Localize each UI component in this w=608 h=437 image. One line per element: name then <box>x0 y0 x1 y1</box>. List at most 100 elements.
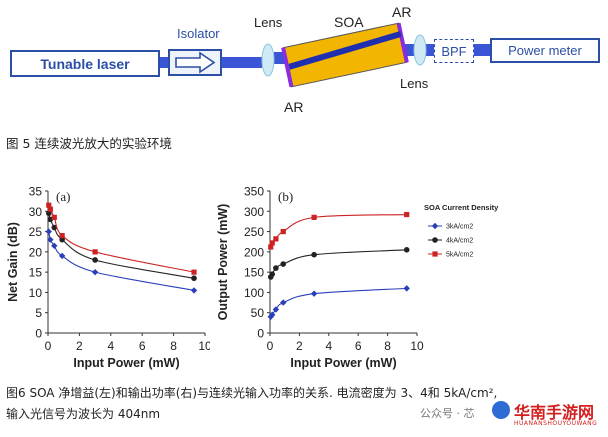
brand-subtitle: HUANANSHOUYOUWANG <box>514 420 598 427</box>
y-tick-label: 0 <box>35 327 42 341</box>
x-tick-label: 4 <box>107 339 114 353</box>
figure6-caption-line2: 输入光信号为波长为 404nm <box>6 407 161 421</box>
x-axis-label: Input Power (mW) <box>290 356 396 370</box>
data-point <box>51 224 58 231</box>
panel-label: (b) <box>278 189 293 204</box>
legend-label: 5kA/cm2 <box>446 252 473 259</box>
soa-waveguide <box>288 30 402 70</box>
data-point <box>310 290 318 297</box>
figure6-caption-line1: 图6 SOA 净增益(左)和输出功率(右)与连续光输入功率的关系. 电流密度为 … <box>6 386 498 400</box>
y-tick-label: 20 <box>29 245 43 259</box>
y-tick-label: 0 <box>257 327 264 341</box>
figure5-caption: 图 5 连续波光放大的实验环境 <box>6 136 172 151</box>
y-tick-label: 100 <box>244 286 264 300</box>
data-point <box>92 257 98 263</box>
data-point <box>403 247 410 253</box>
legend-marker <box>432 251 438 257</box>
setup-diagram <box>160 22 490 88</box>
y-tick-label: 150 <box>244 266 264 280</box>
beam-segment-5 <box>426 44 434 56</box>
data-point <box>47 236 54 243</box>
x-tick-label: 6 <box>355 339 362 353</box>
legend-title: SOA Current Density <box>424 203 499 212</box>
y-tick-label: 30 <box>29 205 43 219</box>
bpf-box: BPF <box>434 39 474 63</box>
x-tick-label: 0 <box>45 339 52 353</box>
beam-segment-2 <box>222 57 262 68</box>
x-tick-label: 8 <box>170 339 177 353</box>
tunable-laser-label: Tunable laser <box>40 55 130 72</box>
legend-marker <box>431 222 439 230</box>
x-axis-label: Input Power (mW) <box>73 356 179 370</box>
data-point <box>58 252 66 260</box>
power-meter-box: Power meter <box>490 38 600 63</box>
data-point <box>59 233 65 239</box>
y-tick-label: 5 <box>35 306 42 320</box>
tunable-laser-box: Tunable laser <box>10 50 160 77</box>
x-tick-label: 2 <box>296 339 303 353</box>
watermark-text: 公众号 · 芯 <box>420 407 475 420</box>
data-point <box>45 210 52 217</box>
y-tick-label: 10 <box>29 286 43 300</box>
data-point <box>280 299 287 306</box>
data-point <box>47 206 53 212</box>
lens-left-icon <box>261 43 275 77</box>
x-tick-label: 2 <box>76 339 83 353</box>
lens-left-label: Lens <box>254 15 283 30</box>
legend-label: 4kA/cm2 <box>446 238 473 245</box>
beam-segment-4 <box>405 44 415 56</box>
y-tick-label: 50 <box>251 306 265 320</box>
y-tick-label: 35 <box>29 185 43 199</box>
y-tick-label: 200 <box>244 245 264 259</box>
data-point <box>51 242 58 249</box>
legend-marker <box>432 237 438 243</box>
data-point <box>51 214 57 220</box>
soa-label: SOA <box>334 14 364 30</box>
data-point <box>268 244 274 250</box>
bpf-label: BPF <box>441 43 467 59</box>
data-point <box>45 228 52 235</box>
data-point <box>403 285 410 292</box>
data-point <box>280 261 287 267</box>
data-point <box>190 287 198 294</box>
lens-right-icon <box>413 34 427 66</box>
data-point <box>269 271 276 277</box>
data-point <box>267 313 274 320</box>
data-point <box>272 306 280 313</box>
data-point <box>191 275 197 282</box>
panel-label: (a) <box>56 189 70 204</box>
data-point <box>59 236 65 243</box>
y-axis-label: Net Gain (dB) <box>6 222 20 302</box>
isolator-arrow <box>175 51 216 74</box>
series-line <box>270 287 407 318</box>
x-tick-label: 10 <box>198 339 210 353</box>
ar-facet-left <box>281 47 294 88</box>
data-point <box>311 251 317 258</box>
legend-label: 3kA/cm2 <box>446 224 473 231</box>
soa-chip <box>282 22 408 88</box>
ar-top-label: AR <box>392 4 412 20</box>
data-point <box>280 228 286 235</box>
data-point <box>191 269 197 275</box>
ar-bottom-label: AR <box>284 99 304 115</box>
brand-name: 华南手游网 <box>514 403 595 422</box>
y-tick-label: 25 <box>29 225 43 239</box>
data-point <box>269 240 275 246</box>
series-line <box>270 249 407 278</box>
y-tick-label: 15 <box>29 266 43 280</box>
x-tick-label: 10 <box>410 339 424 353</box>
data-point <box>273 265 279 271</box>
lens-right-label: Lens <box>400 76 429 91</box>
x-tick-label: 8 <box>384 339 391 353</box>
series-line <box>270 213 407 248</box>
isolator-label: Isolator <box>177 26 220 41</box>
chart-axes <box>269 191 417 334</box>
x-tick-label: 6 <box>139 339 146 353</box>
beam-segment-1 <box>160 57 168 68</box>
data-point <box>91 268 99 276</box>
y-axis-label: Output Power (mW) <box>216 204 230 321</box>
data-point <box>269 311 276 318</box>
power-meter-label: Power meter <box>508 43 582 58</box>
y-tick-label: 300 <box>244 205 264 219</box>
